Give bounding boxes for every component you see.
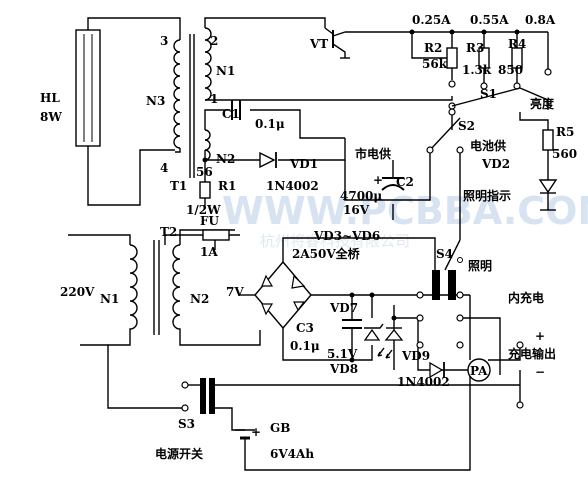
fuse-rating: 1A: [200, 245, 218, 259]
vd1-ref: VD1: [289, 157, 318, 171]
switch-s4: [432, 257, 463, 300]
ammeter-label: PA: [470, 364, 488, 378]
switch-s3: [181, 378, 215, 414]
s4-ref: S4: [436, 247, 453, 261]
mains-voltage: 220V: [60, 285, 95, 299]
vd7-ref: VD7: [329, 301, 358, 315]
diode-vd9: [429, 361, 445, 379]
bridge-spec: 2A50V全桥: [292, 246, 361, 261]
s2-ref: S2: [458, 119, 475, 133]
r3-value: 1.3k: [462, 63, 492, 77]
output-minus: −: [535, 365, 545, 379]
watermark-sub: 杭州将睿科技有限公司: [260, 232, 410, 250]
internal-charge-label: 内充电: [508, 290, 544, 305]
vd8-voltage: 5.1V: [327, 347, 358, 361]
c3-ref: C3: [296, 321, 314, 335]
c3-value: 0.1μ: [290, 339, 320, 353]
battery-ref: GB: [270, 421, 290, 435]
lighting-label: 照明: [468, 258, 492, 273]
t1-pin-2: 2: [210, 34, 218, 48]
r2-ref: R2: [424, 41, 442, 55]
vd1-part: 1N4002: [266, 179, 319, 193]
c2-ref: C2: [396, 175, 414, 189]
c2-voltage: 16V: [343, 203, 370, 217]
resistor-r2: [446, 47, 458, 69]
r4-value: 850: [498, 63, 523, 77]
output-plus: +: [535, 329, 545, 343]
r1-ref: R1: [218, 179, 236, 193]
tap-025a: 0.25A: [412, 13, 451, 27]
tap-055a: 0.55A: [470, 13, 509, 27]
resistor-r5: [542, 129, 554, 151]
r5-value: 560: [552, 147, 577, 161]
t1-ref: T1: [170, 179, 187, 193]
charge-contacts: [416, 291, 524, 409]
switch-s1: [448, 68, 552, 110]
light-indicator-label: 照明指示: [463, 188, 511, 203]
led-vd7: [377, 327, 404, 359]
t2-winding-n2: N2: [190, 292, 209, 306]
r5-ref: R5: [556, 125, 574, 139]
c2-value: 4700μ: [340, 189, 382, 203]
t2-ref: T2: [160, 225, 177, 239]
t2-winding-n1: N1: [100, 292, 119, 306]
r3-ref: R3: [466, 41, 484, 55]
fuse-ref: FU: [200, 214, 220, 228]
capacitor-c2: [381, 177, 405, 191]
ammeter-pa: PA: [467, 358, 491, 382]
led-vd2: [538, 179, 558, 200]
transistor-vt: [324, 27, 350, 59]
t2-secondary-voltage: 7V: [226, 285, 244, 299]
t1-pin-1: 1: [210, 92, 218, 106]
vd2-ref: VD2: [481, 157, 510, 171]
bridge-refs: VD3~VD6: [313, 229, 380, 243]
battery-plus: +: [251, 425, 261, 439]
t1-winding-n3: N3: [146, 94, 165, 108]
r2-value: 56k: [422, 57, 448, 71]
vd9-part: 1N4002: [397, 375, 450, 389]
vd9-ref: VD9: [401, 349, 430, 363]
watermark: WWW.PCBBA.COM 杭州将睿科技有限公司: [222, 189, 588, 250]
c2-plus: +: [373, 173, 383, 187]
r4-ref: R4: [508, 37, 526, 51]
vd8-ref: VD8: [329, 362, 358, 376]
transformer-t1: [173, 27, 212, 178]
watermark-main: WWW.PCBBA.COM: [222, 189, 588, 233]
junction-dots: [202, 29, 520, 363]
battery-supply-label: 电池供: [470, 138, 506, 153]
s1-ref: S1: [480, 87, 497, 101]
mains-supply-label: 市电供: [355, 146, 391, 161]
power-switch-label: 电源开关: [155, 446, 203, 461]
diode-vd1: [259, 151, 277, 169]
battery-spec: 6V4Ah: [270, 447, 314, 461]
transistor-ref: VT: [309, 37, 328, 51]
resistor-r1: [199, 181, 211, 199]
lamp-rating: 8W: [40, 110, 62, 124]
zener-vd8: [363, 323, 384, 341]
switch-s2: [426, 108, 464, 154]
r1-rating: 1/2W: [186, 203, 221, 217]
bridge-rectifier: [261, 274, 306, 316]
capacitor-c1: [231, 100, 241, 120]
s3-ref: S3: [178, 417, 195, 431]
lamp-hl: [75, 29, 101, 147]
t1-winding-n1: N1: [216, 64, 235, 78]
transformer-t2: [129, 240, 181, 335]
brightness-label: 亮度: [530, 96, 555, 111]
r1-value: 56: [196, 165, 213, 179]
charge-output-label: 充电输出: [508, 346, 556, 361]
battery-gb: [235, 429, 255, 445]
c1-value: 0.1μ: [255, 117, 285, 131]
fuse-fu: [202, 229, 230, 241]
t1-winding-n2: N2: [216, 152, 235, 166]
tap-08a: 0.8A: [525, 13, 556, 27]
capacitor-c3: [342, 319, 362, 340]
t1-pin-3: 3: [160, 34, 168, 48]
lamp-ref: HL: [40, 91, 60, 105]
t1-pin-4: 4: [160, 161, 168, 175]
c1-ref: C1: [222, 107, 240, 121]
